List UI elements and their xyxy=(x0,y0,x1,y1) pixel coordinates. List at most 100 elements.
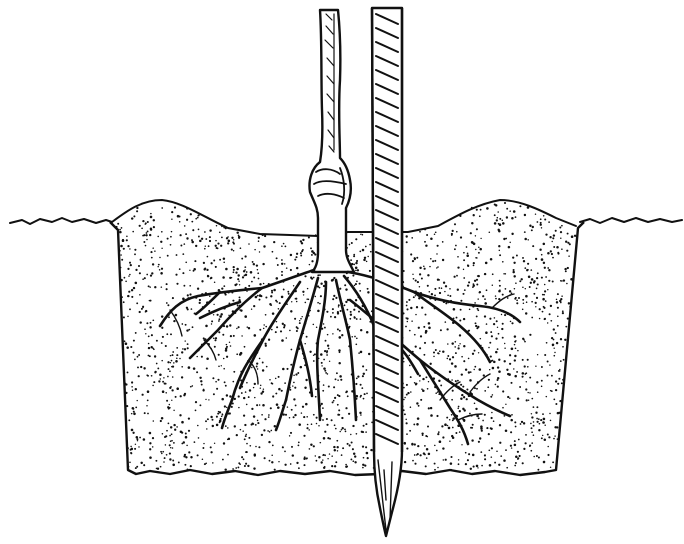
soil-dot xyxy=(451,469,453,471)
soil-dot xyxy=(148,355,150,357)
soil-dot xyxy=(233,269,235,271)
soil-dot xyxy=(535,365,536,366)
soil-dot xyxy=(145,234,147,236)
soil-dot xyxy=(223,358,225,360)
soil-dot xyxy=(170,362,171,363)
soil-dot xyxy=(553,347,554,348)
soil-dot xyxy=(130,264,132,266)
soil-dot xyxy=(171,389,173,391)
soil-dot xyxy=(138,354,140,356)
soil-dot xyxy=(163,461,165,463)
soil-dot xyxy=(290,432,292,434)
soil-dot xyxy=(259,299,261,301)
soil-dot xyxy=(307,424,309,426)
soil-dot xyxy=(350,311,352,313)
soil-dot xyxy=(327,437,329,439)
soil-dot xyxy=(172,351,174,353)
soil-dot xyxy=(455,380,457,382)
soil-dot xyxy=(529,445,531,447)
soil-dot xyxy=(289,417,291,419)
soil-dot xyxy=(515,297,517,299)
soil-dot xyxy=(544,284,546,286)
soil-dot xyxy=(536,277,538,279)
soil-dot xyxy=(498,359,500,361)
soil-dot xyxy=(256,404,258,406)
soil-dot xyxy=(359,412,361,414)
soil-dot xyxy=(537,221,539,223)
soil-dot xyxy=(168,316,170,318)
soil-dot xyxy=(339,288,341,290)
soil-dot xyxy=(210,416,212,418)
soil-dot xyxy=(458,345,459,346)
soil-dot xyxy=(283,243,285,245)
soil-dot xyxy=(406,433,408,435)
soil-dot xyxy=(306,427,308,429)
soil-dot xyxy=(148,285,150,287)
soil-dot xyxy=(557,412,560,415)
soil-dot xyxy=(253,263,255,265)
soil-dot xyxy=(349,326,351,328)
soil-dot xyxy=(132,407,135,410)
soil-dot xyxy=(144,412,146,414)
soil-dot xyxy=(440,329,442,331)
soil-dot xyxy=(527,366,529,368)
soil-dot xyxy=(427,436,428,437)
soil-dot xyxy=(341,334,343,336)
soil-dot xyxy=(215,240,217,242)
soil-dot xyxy=(434,233,436,235)
soil-dot xyxy=(204,231,206,233)
soil-dot xyxy=(235,467,237,469)
soil-dot xyxy=(159,374,162,377)
soil-dot xyxy=(150,251,152,253)
soil-dot xyxy=(201,280,203,282)
soil-dot xyxy=(295,373,297,375)
soil-dot xyxy=(253,415,255,417)
soil-dot xyxy=(533,293,535,295)
soil-dot xyxy=(459,334,461,336)
soil-dot xyxy=(552,257,554,259)
soil-dot xyxy=(468,371,470,373)
soil-dot xyxy=(316,326,318,328)
soil-dot xyxy=(202,459,204,461)
soil-dot xyxy=(175,396,177,398)
soil-dot xyxy=(413,423,415,425)
soil-dot xyxy=(154,286,156,288)
soil-dot xyxy=(153,226,155,228)
soil-dot xyxy=(428,322,431,325)
soil-dot xyxy=(139,225,141,227)
soil-dot xyxy=(463,396,465,398)
soil-dot xyxy=(454,365,457,368)
soil-dot xyxy=(529,286,531,288)
soil-dot xyxy=(488,449,490,451)
soil-dot xyxy=(517,451,519,453)
soil-dot xyxy=(432,341,434,343)
soil-dot xyxy=(266,366,268,368)
soil-dot xyxy=(331,455,333,457)
soil-dot xyxy=(142,307,144,309)
soil-dot xyxy=(524,231,526,233)
soil-dot xyxy=(248,243,250,245)
soil-dot xyxy=(292,385,293,386)
soil-dot xyxy=(228,438,230,440)
soil-dot xyxy=(296,330,298,332)
soil-dot xyxy=(298,445,300,447)
soil-dot xyxy=(289,330,291,332)
soil-dot xyxy=(540,224,542,226)
soil-dot xyxy=(417,281,419,283)
soil-dot xyxy=(422,434,424,436)
soil-dot xyxy=(194,260,196,262)
soil-dot xyxy=(233,266,235,268)
soil-dot xyxy=(216,424,219,427)
soil-dot xyxy=(212,419,214,421)
soil-dot xyxy=(315,455,316,456)
soil-dot xyxy=(153,381,155,383)
soil-dot xyxy=(167,255,169,257)
soil-dot xyxy=(121,296,123,298)
soil-dot xyxy=(363,373,365,375)
soil-dot xyxy=(222,459,224,461)
soil-dot xyxy=(497,211,499,213)
soil-dot xyxy=(541,366,543,368)
soil-dot xyxy=(548,280,550,282)
soil-dot xyxy=(562,379,564,381)
support-stake xyxy=(372,8,402,536)
